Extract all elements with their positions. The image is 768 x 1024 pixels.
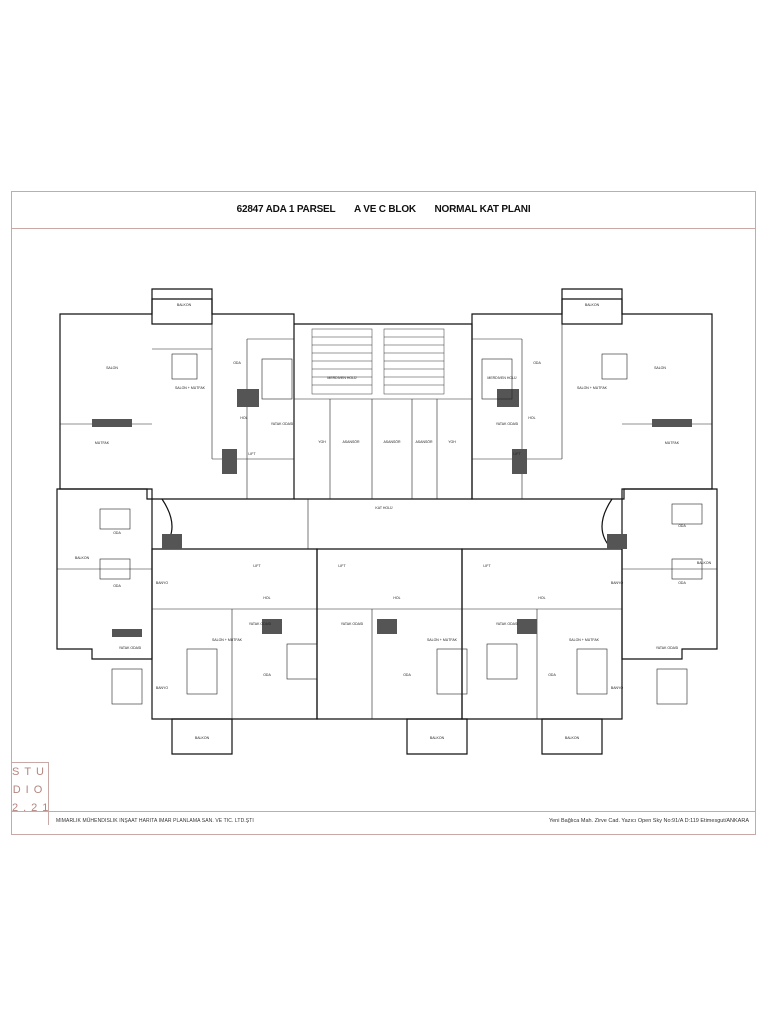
- label-yatak-tr: YATAK ODASI: [496, 422, 519, 426]
- label-salon-mutfak-b2: SALON + MUTFAK: [427, 638, 458, 642]
- label-hol-b2: HOL: [393, 596, 400, 600]
- furniture: [92, 389, 692, 637]
- logo-line-2: DIO: [12, 784, 48, 796]
- label-merdiven-holu-right: MERDIVEN HOLÜ: [487, 376, 517, 380]
- company-address: Yeni Bağlıca Mah. Zirve Cad. Yazıcı Open…: [548, 818, 749, 824]
- company-name: MIMARLIK MÜHENDISLIK INŞAAT HARITA IMAR …: [56, 818, 254, 824]
- label-banyo-l: BANYO: [156, 581, 169, 585]
- label-yatak-b2: YATAK ODASI: [341, 622, 364, 626]
- label-balkon-left: BALKON: [75, 556, 90, 560]
- label-oda-r1: ODA: [678, 524, 686, 528]
- label-salon-mutfak-tl: SALON + MUTFAK: [175, 386, 206, 390]
- label-balkon-b3: BALKON: [565, 736, 580, 740]
- label-salon-mutfak-b1: SALON + MUTFAK: [212, 638, 243, 642]
- label-lift-tr: LIFT: [513, 452, 521, 456]
- label-oda-tl: ODA: [233, 361, 241, 365]
- logo-line-1: STU: [12, 766, 49, 778]
- label-salon-right: SALON: [654, 366, 666, 370]
- label-oda-r2: ODA: [678, 581, 686, 585]
- label-mutfak-right: MUTFAK: [665, 441, 680, 445]
- label-lift-bl: LIFT: [253, 564, 261, 568]
- label-balkon-b1: BALKON: [195, 736, 210, 740]
- label-asansor-3: ASANSÖR: [415, 440, 433, 444]
- title-block: 62847 ADA 1 PARSEL A VE C BLOK NORMAL KA…: [12, 192, 755, 229]
- label-mutfak-left: MUTFAK: [95, 441, 110, 445]
- label-banyo-r: BANYO: [611, 581, 624, 585]
- label-balkon-tr: BALKON: [585, 303, 600, 307]
- interior-walls: [57, 324, 717, 719]
- label-oda-l2: ODA: [113, 584, 121, 588]
- label-yatak-bl: YATAK ODASI: [119, 646, 142, 650]
- label-lift-bc: LIFT: [338, 564, 346, 568]
- label-banyo-bl: BANYO: [156, 686, 169, 690]
- label-hol-tl: HOL: [240, 416, 247, 420]
- label-asansor-1: ASANSÖR: [342, 440, 360, 444]
- label-balkon-b2: BALKON: [430, 736, 445, 740]
- title-parcel: 62847 ADA 1 PARSEL: [236, 204, 336, 215]
- label-lift-br: LIFT: [483, 564, 491, 568]
- studio-logo: STU DIO 2.21: [12, 762, 49, 825]
- label-balkon-right: BALKON: [697, 561, 712, 565]
- drawing-sheet: 62847 ADA 1 PARSEL A VE C BLOK NORMAL KA…: [11, 191, 756, 835]
- footer-strip: MIMARLIK MÜHENDISLIK INŞAAT HARITA IMAR …: [12, 811, 755, 834]
- stairs: [311, 328, 445, 395]
- label-oda-b1: ODA: [263, 673, 271, 677]
- label-kat-holu: KAT HOLÜ: [375, 506, 393, 510]
- sheet-title: 62847 ADA 1 PARSEL A VE C BLOK NORMAL KA…: [12, 204, 755, 215]
- label-balkon-tl: BALKON: [177, 303, 192, 307]
- label-ygh-right: YGH: [448, 440, 456, 444]
- label-salon-mutfak-b3: SALON + MUTFAK: [569, 638, 600, 642]
- label-salon-mutfak-tr: SALON + MUTFAK: [577, 386, 608, 390]
- beds: [99, 353, 703, 705]
- label-yatak-b1: YATAK ODASI: [249, 622, 272, 626]
- title-plan-type: NORMAL KAT PLANI: [434, 204, 531, 215]
- label-asansor-2: ASANSÖR: [383, 440, 401, 444]
- room-labels: SALON SALON MUTFAK MUTFAK SALON + MUTFAK…: [75, 303, 712, 740]
- label-hol-tr: HOL: [528, 416, 535, 420]
- label-hol-b1: HOL: [263, 596, 270, 600]
- label-oda-l1: ODA: [113, 531, 121, 535]
- title-block-name: A VE C BLOK: [354, 204, 416, 215]
- label-hol-b3: HOL: [538, 596, 545, 600]
- plan-outline: [56, 288, 718, 755]
- floor-plan: SALON SALON MUTFAK MUTFAK SALON + MUTFAK…: [56, 288, 718, 755]
- label-oda-b3: ODA: [548, 673, 556, 677]
- label-banyo-br: BANYO: [611, 686, 624, 690]
- label-yatak-tl: YATAK ODASI: [271, 422, 294, 426]
- label-ygh-left: YGH: [318, 440, 326, 444]
- label-salon-left: SALON: [106, 366, 118, 370]
- label-lift-tl: LIFT: [248, 452, 256, 456]
- label-yatak-b3: YATAK ODASI: [496, 622, 519, 626]
- label-oda-b2: ODA: [403, 673, 411, 677]
- label-merdiven-holu-left: MERDIVEN HOLÜ: [327, 376, 357, 380]
- label-yatak-br: YATAK ODASI: [656, 646, 679, 650]
- label-oda-tr: ODA: [533, 361, 541, 365]
